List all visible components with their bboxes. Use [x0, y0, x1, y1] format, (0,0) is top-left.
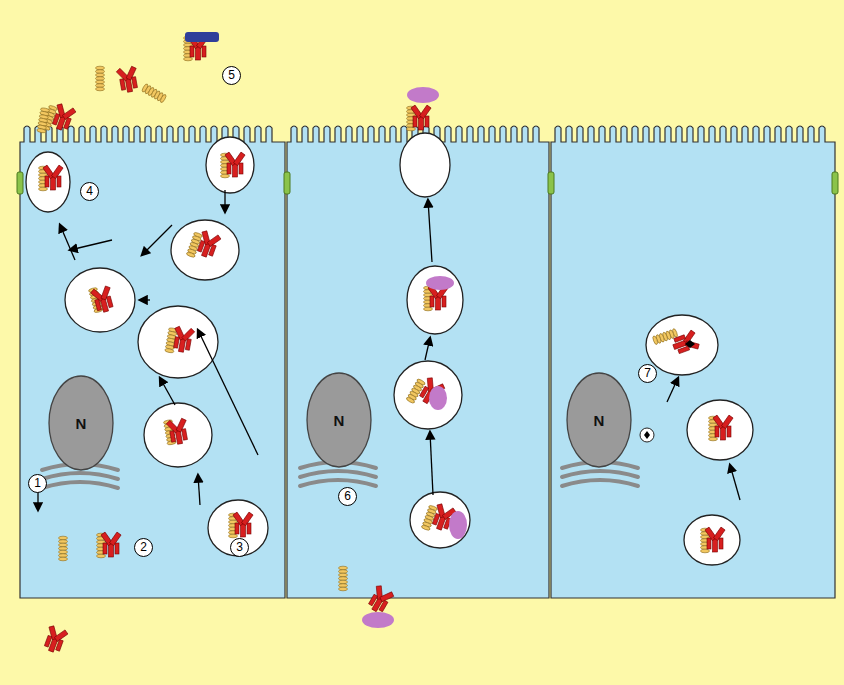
igg-antibody — [194, 229, 221, 259]
tight-junction — [284, 172, 290, 194]
vesicle — [646, 315, 718, 375]
fcrn-receptor — [339, 566, 348, 591]
callout-number: 4 — [80, 182, 99, 201]
epithelial-cell — [20, 126, 285, 598]
transport-arrow — [425, 338, 430, 360]
transport-arrow — [70, 240, 112, 250]
fcrn-receptor — [652, 328, 678, 345]
golgi-stack — [562, 480, 638, 486]
vesicle — [687, 400, 753, 460]
igg-antibody — [166, 418, 190, 446]
transport-arrow — [140, 299, 150, 300]
transport-arrow — [142, 225, 172, 255]
transport-arrow — [160, 378, 175, 405]
igg-antibody — [49, 102, 76, 132]
igg-antibody — [411, 105, 431, 130]
vesicle — [138, 306, 218, 378]
callout-number: 6 — [338, 487, 357, 506]
fcrn-receptor — [141, 83, 167, 103]
golgi-stack — [300, 480, 376, 486]
transport-arrow — [198, 330, 258, 455]
callout-number: 3 — [230, 538, 249, 557]
transport-arrow — [428, 200, 432, 262]
vesicle — [394, 361, 462, 429]
epithelial-cell — [287, 126, 549, 598]
vesicle — [206, 137, 254, 193]
vesicle — [407, 266, 463, 334]
tight-junction — [17, 172, 23, 194]
igg-antibody — [171, 326, 195, 354]
callout-number: 1 — [28, 474, 47, 493]
nucleus-label: N — [594, 412, 605, 429]
igg-antibody — [90, 285, 116, 314]
igg-antibody — [670, 329, 700, 356]
lysosome — [640, 428, 654, 442]
degraded-fragment — [685, 340, 695, 348]
transport-arrow — [667, 378, 678, 402]
bound-ligand — [362, 612, 394, 628]
fcrn-receptor — [37, 107, 50, 133]
tight-junction — [548, 172, 554, 194]
golgi-stack — [42, 473, 118, 479]
antigen — [185, 32, 219, 42]
golgi-stack — [42, 482, 118, 488]
vesicle — [400, 133, 450, 197]
nucleus-label: N — [76, 415, 87, 432]
fcrn-receptor — [88, 287, 103, 313]
transport-arrow — [60, 225, 75, 260]
vesicle — [26, 152, 70, 212]
transport-arrow — [198, 475, 200, 505]
vesicle — [684, 515, 740, 565]
vesicle — [208, 500, 268, 556]
vesicle — [144, 403, 212, 467]
igg-antibody — [233, 512, 253, 537]
igg-antibody — [225, 152, 245, 177]
callout-number: 7 — [638, 364, 657, 383]
bound-ligand — [426, 276, 454, 290]
epithelial-cell — [551, 126, 835, 598]
nucleus-shape — [49, 376, 113, 470]
golgi-stack — [562, 471, 638, 477]
igg-antibody — [365, 584, 395, 616]
callout-number: 5 — [222, 66, 241, 85]
transport-arrow — [430, 432, 433, 495]
bound-ligand — [429, 386, 447, 410]
vesicle — [410, 492, 470, 548]
transport-arrow — [730, 465, 740, 500]
vesicle — [65, 268, 135, 332]
fcrn-receptor — [59, 536, 68, 561]
igg-antibody — [101, 532, 121, 557]
nucleus: N — [48, 375, 114, 471]
nucleus-shape — [307, 373, 371, 467]
igg-antibody — [713, 415, 733, 440]
igg-antibody — [116, 66, 140, 94]
igg-antibody — [705, 527, 725, 552]
tight-junction — [832, 172, 838, 194]
igg-antibody — [41, 624, 68, 654]
callout-number: 2 — [134, 538, 153, 557]
golgi-stack — [300, 471, 376, 477]
nucleus: N — [566, 372, 632, 468]
vesicle — [171, 220, 239, 280]
bound-ligand — [449, 511, 467, 539]
nucleus-label: N — [334, 412, 345, 429]
transport-arrow — [224, 190, 225, 212]
fcrn-receptor — [96, 66, 105, 91]
degraded-fragment — [644, 431, 650, 439]
nucleus: N — [306, 372, 372, 468]
nucleus-shape — [567, 373, 631, 467]
igg-antibody — [43, 165, 63, 190]
bound-ligand — [407, 87, 439, 103]
